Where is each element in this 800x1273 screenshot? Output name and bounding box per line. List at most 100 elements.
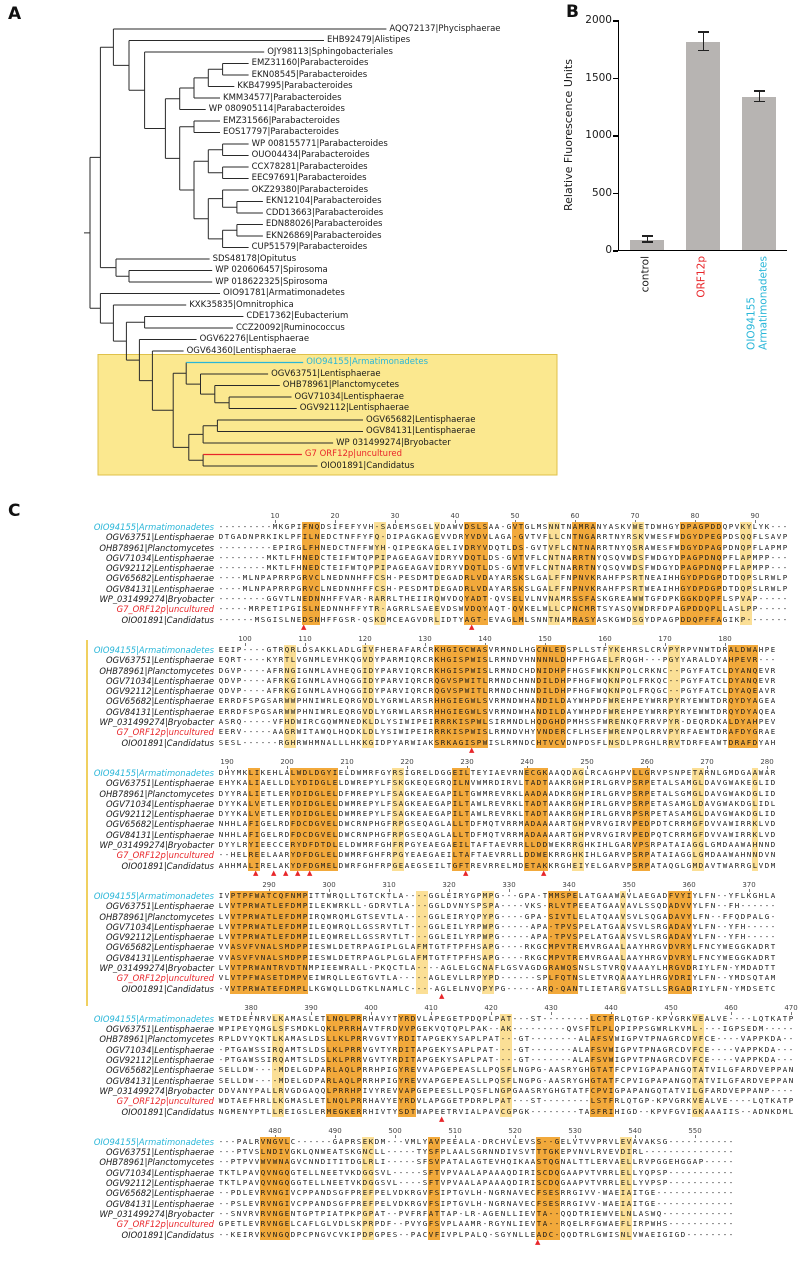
residue: I bbox=[380, 942, 386, 952]
residue: I bbox=[320, 962, 326, 972]
residue: G bbox=[722, 788, 728, 798]
residue: L bbox=[692, 798, 698, 810]
residue: A bbox=[752, 952, 758, 962]
residue: H bbox=[374, 819, 380, 829]
residue: G bbox=[650, 890, 656, 900]
residue: C bbox=[314, 717, 320, 727]
residue: N bbox=[542, 727, 548, 738]
residue: M bbox=[290, 973, 296, 984]
residue: E bbox=[332, 583, 338, 593]
residue: V bbox=[380, 1013, 386, 1023]
residue: G bbox=[710, 583, 716, 595]
residue: A bbox=[272, 706, 278, 716]
residue: D bbox=[752, 1075, 758, 1085]
residue: P bbox=[254, 1106, 260, 1116]
residue: R bbox=[596, 532, 602, 542]
residue: P bbox=[584, 778, 590, 788]
residue: - bbox=[746, 614, 752, 625]
residue: R bbox=[356, 778, 362, 788]
residue: A bbox=[428, 819, 434, 829]
residue: G bbox=[428, 890, 434, 900]
residue: S bbox=[650, 901, 656, 911]
residue: L bbox=[548, 675, 554, 687]
residue: - bbox=[218, 614, 224, 624]
residue: V bbox=[524, 552, 530, 562]
residue: R bbox=[746, 819, 752, 829]
residue: A bbox=[410, 552, 416, 562]
residue: D bbox=[680, 522, 686, 533]
residue: - bbox=[512, 983, 518, 993]
residue: K bbox=[434, 644, 440, 656]
residue: - bbox=[758, 655, 764, 665]
residue: E bbox=[620, 594, 626, 604]
residue: G bbox=[362, 860, 368, 870]
residue: D bbox=[710, 717, 716, 727]
residue: - bbox=[758, 614, 764, 624]
residue: T bbox=[608, 542, 614, 552]
msa-row-label: OGV84131|Lentisphaerae bbox=[105, 829, 214, 840]
residue: M bbox=[290, 1034, 296, 1044]
residue: R bbox=[368, 1075, 374, 1085]
residue: A bbox=[242, 809, 248, 819]
residue: R bbox=[278, 962, 284, 974]
residue: T bbox=[662, 809, 668, 819]
residue: V bbox=[224, 983, 230, 993]
residue: - bbox=[782, 594, 788, 604]
residue: E bbox=[704, 1055, 710, 1065]
residue: S bbox=[470, 737, 476, 748]
residue: R bbox=[278, 665, 284, 675]
residue: G bbox=[722, 809, 728, 819]
residue: - bbox=[374, 522, 380, 533]
residue: D bbox=[512, 644, 518, 654]
residue: H bbox=[404, 594, 410, 604]
residue: V bbox=[590, 942, 596, 952]
residue: W bbox=[620, 614, 626, 624]
residue: E bbox=[656, 532, 662, 542]
residue: E bbox=[746, 778, 752, 788]
residue: V bbox=[374, 973, 380, 983]
residue: D bbox=[704, 583, 710, 595]
residue: K bbox=[758, 1055, 764, 1065]
residue: - bbox=[242, 737, 248, 747]
residue: G bbox=[644, 1065, 650, 1075]
residue: R bbox=[614, 788, 620, 798]
residue: Y bbox=[452, 563, 458, 573]
residue: H bbox=[272, 767, 278, 777]
residue: L bbox=[548, 604, 554, 615]
residue: Y bbox=[362, 532, 368, 542]
residue: L bbox=[332, 737, 338, 747]
residue: Q bbox=[740, 573, 746, 584]
residue: Q bbox=[626, 604, 632, 614]
residue: T bbox=[236, 655, 242, 665]
residue: K bbox=[272, 563, 278, 573]
residue: L bbox=[308, 1044, 314, 1054]
residue: F bbox=[374, 767, 380, 777]
residue: K bbox=[368, 983, 374, 993]
ruler-number: 190 bbox=[220, 757, 234, 766]
residue: T bbox=[368, 890, 374, 900]
residue: C bbox=[530, 767, 536, 779]
residue: Q bbox=[758, 1013, 764, 1023]
residue: V bbox=[380, 1034, 386, 1044]
residue: R bbox=[326, 696, 332, 706]
residue: A bbox=[422, 1034, 428, 1044]
residue: Y bbox=[374, 778, 380, 788]
residue: P bbox=[374, 552, 380, 564]
ruler-number: 140 bbox=[478, 634, 492, 643]
residue: P bbox=[482, 1096, 488, 1106]
residue: A bbox=[266, 583, 272, 593]
residue: M bbox=[422, 942, 428, 953]
residue: S bbox=[374, 932, 380, 942]
residue: - bbox=[248, 563, 254, 573]
residue: Q bbox=[254, 1034, 260, 1044]
residue: V bbox=[230, 973, 236, 984]
residue: A bbox=[548, 788, 554, 798]
residue: S bbox=[476, 942, 482, 952]
residue: D bbox=[242, 1065, 248, 1075]
residue: L bbox=[374, 727, 380, 737]
residue: Y bbox=[590, 614, 596, 625]
residue: L bbox=[758, 573, 764, 583]
residue: F bbox=[704, 890, 710, 900]
